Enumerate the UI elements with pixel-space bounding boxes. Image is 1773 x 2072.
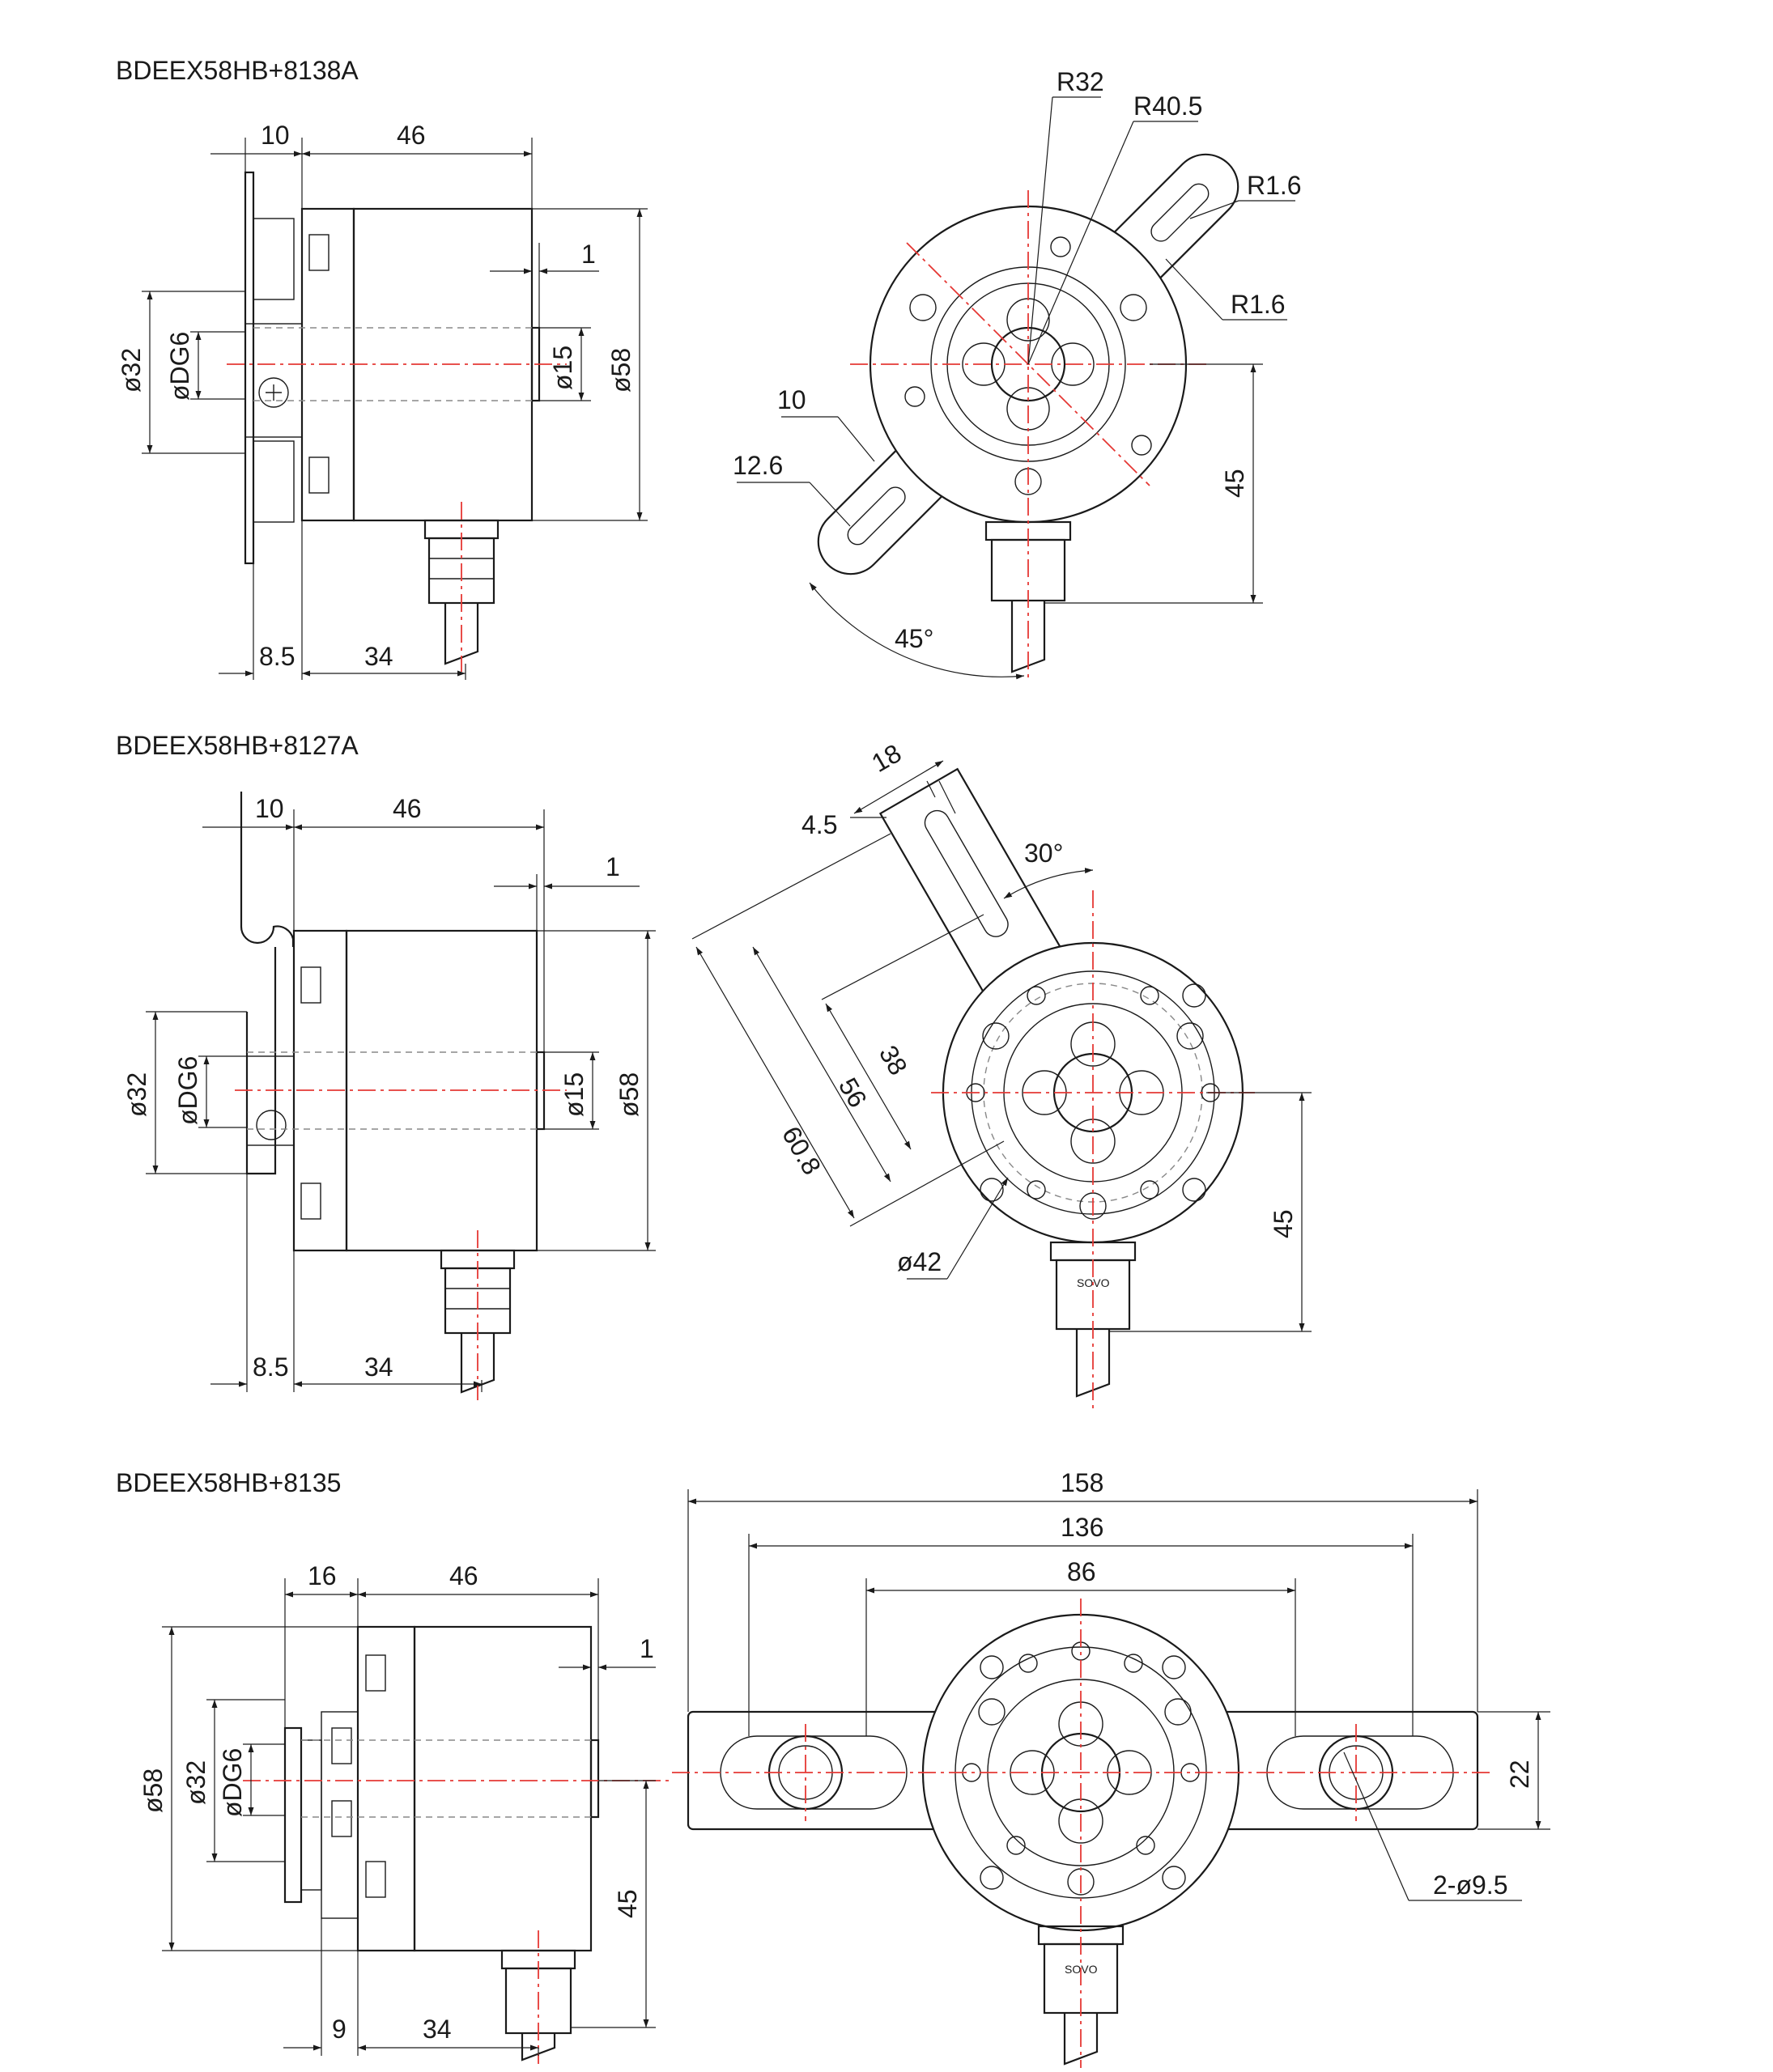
- plate-bracket-top: [253, 218, 295, 300]
- drawing-title: BDEEX58HB+8127A: [116, 731, 359, 760]
- screw-icon: [1176, 1022, 1204, 1050]
- front-view-8135: SOVO 158 136 86 22 2-ø9.5: [672, 1468, 1550, 2068]
- dim-slot-l: 12.6: [733, 451, 783, 480]
- screw-icon: [909, 294, 937, 321]
- top-slot-ear: [1113, 153, 1239, 279]
- clamp-screw-icon: [258, 377, 289, 408]
- drawing-8135: BDEEX58HB+8135 16 46: [116, 1468, 1550, 2068]
- dim-d-outer: ø32: [117, 348, 146, 393]
- side-screw-mid: [331, 1800, 352, 1837]
- top-slot: [1150, 183, 1210, 242]
- dim-d-shaft: øDG6: [218, 1748, 247, 1817]
- dim-angle: 30°: [1024, 839, 1063, 868]
- bent-bracket: [240, 792, 295, 947]
- side-screw-bottom: [300, 1182, 321, 1220]
- dim-bottom-b: 34: [423, 2015, 452, 2044]
- front-view-8138A: R32 R40.5 R1.6 R1.6 10 12.6 45° 45: [733, 67, 1302, 680]
- drawing-8138A: BDEEX58HB+8138A: [116, 56, 1302, 680]
- dim-overall: 158: [1061, 1468, 1103, 1497]
- dim-holes-outer: 136: [1061, 1513, 1103, 1542]
- bottom-slot: [847, 486, 906, 546]
- shaft-collar: [283, 1726, 303, 1904]
- bottom-slot-ear: [817, 449, 943, 575]
- dim-d-outer: ø32: [122, 1072, 151, 1117]
- dim-d-body: ø58: [606, 348, 636, 393]
- side-view-8135: 16 46 1 ø58 ø32 øDG6 45: [138, 1561, 672, 2064]
- dim-bottom-b: 34: [364, 642, 393, 671]
- plate-bracket-bottom: [253, 440, 295, 523]
- dim-bottom-a: 9: [332, 2015, 347, 2044]
- rear-spigot: [589, 1739, 600, 1819]
- encoder-body: [413, 1625, 593, 1952]
- dim-offset: 1: [606, 852, 620, 881]
- dim-d-shaft: øDG6: [173, 1056, 202, 1125]
- shaft-clamp: [246, 1055, 295, 1146]
- dim-len-b: 56: [833, 1073, 873, 1113]
- dim-d-body: ø58: [614, 1072, 644, 1117]
- side-screw-top: [365, 1654, 386, 1692]
- dim-length: 46: [449, 1561, 478, 1590]
- dim-slot-w: 10: [777, 385, 806, 414]
- dim-angle: 45°: [895, 624, 933, 653]
- front-view-8127A: SOVO 4.5 18 30° 60.8 56 38 ø42: [691, 738, 1312, 1408]
- dim-d-spigot: ø15: [559, 1072, 589, 1117]
- screw-icon: [978, 1698, 1006, 1726]
- screw-icon: [1120, 294, 1147, 321]
- dim-flange: 16: [308, 1561, 337, 1590]
- dim-pcd: ø42: [897, 1247, 942, 1276]
- side-view-8127A: 10 46 1 ø32 øDG6 ø15 ø58: [122, 792, 656, 1400]
- dim-d-body: ø58: [138, 1768, 168, 1813]
- dim-thickness: 22: [1505, 1760, 1534, 1789]
- dim-holes: 2-ø9.5: [1433, 1870, 1507, 1900]
- drawing-8127A: BDEEX58HB+8127A 10 46: [116, 731, 1312, 1408]
- dim-offset: 1: [581, 240, 596, 269]
- drawing-title: BDEEX58HB+8138A: [116, 56, 359, 85]
- clamp-screw-icon: [256, 1110, 287, 1140]
- dim-bottom-a: 8.5: [259, 642, 295, 671]
- side-screw-top: [331, 1727, 352, 1764]
- dim-height: 45: [613, 1889, 642, 1918]
- dim-d-shaft: øDG6: [165, 332, 194, 401]
- dim-r-inner: R32: [1057, 67, 1104, 96]
- screw-icon: [1164, 1698, 1192, 1726]
- screw-icon: [982, 1022, 1010, 1050]
- dim-flange: 10: [261, 121, 290, 150]
- dim-slot-w: 4.5: [801, 810, 837, 839]
- dim-len-c: 38: [874, 1041, 913, 1081]
- dim-offset: 1: [640, 1634, 654, 1663]
- dim-r-slot-bottom: R1.6: [1231, 290, 1286, 319]
- dim-bottom-b: 34: [364, 1352, 393, 1382]
- arm-slot: [924, 809, 1009, 937]
- dim-d-outer: ø32: [181, 1760, 210, 1805]
- drawing-title: BDEEX58HB+8135: [116, 1468, 341, 1497]
- mounting-plate: [244, 171, 255, 565]
- dim-r-outer: R40.5: [1133, 91, 1202, 121]
- dim-length: 46: [393, 794, 422, 823]
- side-screw-top: [308, 234, 330, 271]
- dim-height: 45: [1269, 1209, 1298, 1238]
- side-view-8138A: 10 46 1 ø32 øDG6 ø15 ø58: [117, 121, 648, 680]
- side-screw-bottom: [308, 456, 330, 494]
- dim-holes-inner: 86: [1067, 1557, 1096, 1586]
- dim-height: 45: [1220, 469, 1249, 498]
- dim-length: 46: [397, 121, 426, 150]
- side-screw-top: [300, 966, 321, 1004]
- dim-arm-w: 18: [867, 738, 907, 778]
- dim-len-a: 60.8: [776, 1122, 827, 1180]
- side-screw-bottom: [365, 1861, 386, 1898]
- dim-d-spigot: ø15: [548, 346, 577, 390]
- dim-flange: 10: [255, 794, 284, 823]
- clamp-block: [321, 1711, 359, 1919]
- dim-r-slot-top: R1.6: [1247, 171, 1302, 200]
- dim-bottom-a: 8.5: [253, 1352, 288, 1382]
